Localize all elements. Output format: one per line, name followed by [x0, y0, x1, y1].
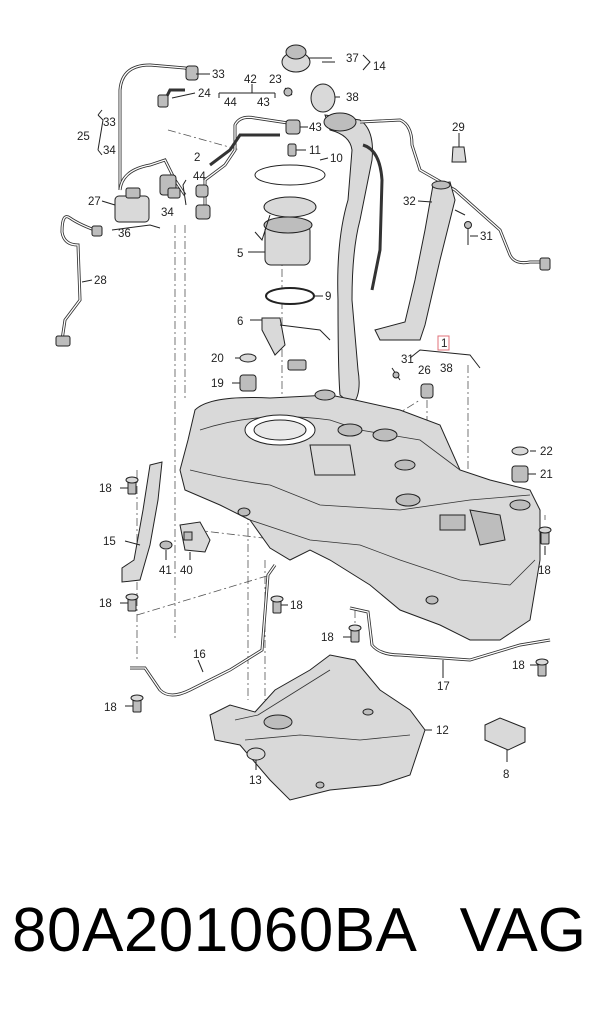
callout-31-a: 31 — [480, 231, 493, 243]
vent-line-assembly — [118, 63, 210, 199]
grouping-brackets — [97, 54, 481, 369]
callout-28: 28 — [94, 275, 107, 287]
callout-17: 17 — [437, 681, 450, 693]
sender-unit-5 — [248, 196, 317, 266]
strap-16 — [130, 564, 277, 697]
callout-18-c: 18 — [290, 600, 303, 612]
brand-label: VAG — [459, 896, 586, 965]
bracket-15 — [121, 461, 163, 583]
callout-34-a: 34 — [103, 145, 116, 157]
callout-18-f: 18 — [538, 565, 551, 577]
bushing-19 — [232, 374, 257, 392]
grommet-13 — [246, 747, 266, 770]
callout-33-b: 33 — [103, 117, 116, 129]
strap-17 — [349, 606, 551, 678]
filler-pipe — [323, 112, 551, 406]
footer: 80A201060BA VAG — [0, 895, 600, 995]
callout-43-b: 43 — [309, 122, 322, 134]
filler-cap-37 — [281, 44, 335, 73]
callout-25: 25 — [77, 131, 90, 143]
callout-8: 8 — [503, 769, 509, 781]
breather-line-28 — [55, 215, 103, 347]
callout-18-g: 18 — [104, 702, 117, 714]
callout-1-highlight — [437, 335, 450, 351]
callout-6: 6 — [237, 316, 243, 328]
callout-20: 20 — [211, 353, 224, 365]
callout-32: 32 — [403, 196, 416, 208]
callout-12: 12 — [436, 725, 449, 737]
callout-41: 41 — [159, 565, 172, 577]
callout-24: 24 — [198, 88, 211, 100]
callout-14: 14 — [373, 61, 386, 73]
callout-43-a: 43 — [257, 97, 270, 109]
locking-ring-11 — [287, 143, 306, 157]
callout-21: 21 — [540, 469, 553, 481]
callout-37: 37 — [346, 53, 359, 65]
callout-29: 29 — [452, 122, 465, 134]
callout-23: 23 — [269, 74, 282, 86]
callout-11: 11 — [309, 145, 321, 157]
callout-31-b: 31 — [401, 354, 414, 366]
callout-10: 10 — [330, 153, 343, 165]
callout-2: 2 — [194, 152, 200, 164]
callout-labels: 1 2 5 6 8 9 10 11 12 13 14 15 16 17 18 1… — [77, 53, 553, 787]
screw-23 — [283, 87, 293, 97]
part-number: 80A201060BA — [12, 896, 418, 965]
callout-38-b: 38 — [440, 363, 453, 375]
callout-18-b: 18 — [99, 598, 112, 610]
callout-19: 19 — [211, 378, 224, 390]
bracket-40 — [179, 521, 211, 560]
callout-38-a: 38 — [346, 92, 359, 104]
callout-1: 1 — [441, 338, 447, 350]
callout-27: 27 — [88, 196, 101, 208]
locking-ring-10 — [254, 157, 329, 186]
seal-9 — [265, 287, 323, 305]
fuel-supply-lines — [195, 115, 308, 220]
heat-shield-12 — [209, 654, 432, 801]
callout-18-d: 18 — [321, 632, 334, 644]
callout-44-a: 44 — [224, 97, 237, 109]
bolt-31 — [464, 221, 478, 245]
bolts-18 — [120, 476, 552, 713]
level-sensor-6 — [250, 317, 331, 371]
sensor-8 — [484, 717, 526, 762]
callout-36: 36 — [118, 228, 131, 240]
clip-31b — [391, 367, 401, 381]
clip-29 — [451, 133, 467, 163]
callout-9: 9 — [325, 291, 331, 303]
callout-26: 26 — [418, 365, 431, 377]
purge-valve-27 — [101, 187, 161, 231]
nut-41 — [159, 540, 173, 560]
callout-16: 16 — [193, 649, 206, 661]
callout-34-b: 34 — [161, 207, 174, 219]
callout-18-a: 18 — [99, 483, 112, 495]
callout-40: 40 — [180, 565, 193, 577]
callout-42: 42 — [244, 74, 257, 86]
cap-22 — [511, 446, 536, 456]
filler-flap-38 — [310, 83, 340, 113]
fuel-tank — [179, 389, 541, 641]
callout-18-e: 18 — [512, 660, 525, 672]
cap-20 — [235, 353, 257, 363]
callout-15: 15 — [103, 536, 116, 548]
fuel-tank-exploded-diagram: 1 2 5 6 8 9 10 11 12 13 14 15 16 17 18 1… — [55, 44, 553, 801]
callout-33-a: 33 — [212, 69, 225, 81]
cap-26 — [420, 383, 434, 399]
callout-22: 22 — [540, 446, 553, 458]
callout-5: 5 — [237, 248, 243, 260]
filler-neck-32 — [374, 180, 466, 341]
callout-13: 13 — [249, 775, 262, 787]
bushing-21 — [511, 465, 536, 483]
callout-44-b: 44 — [193, 171, 206, 183]
